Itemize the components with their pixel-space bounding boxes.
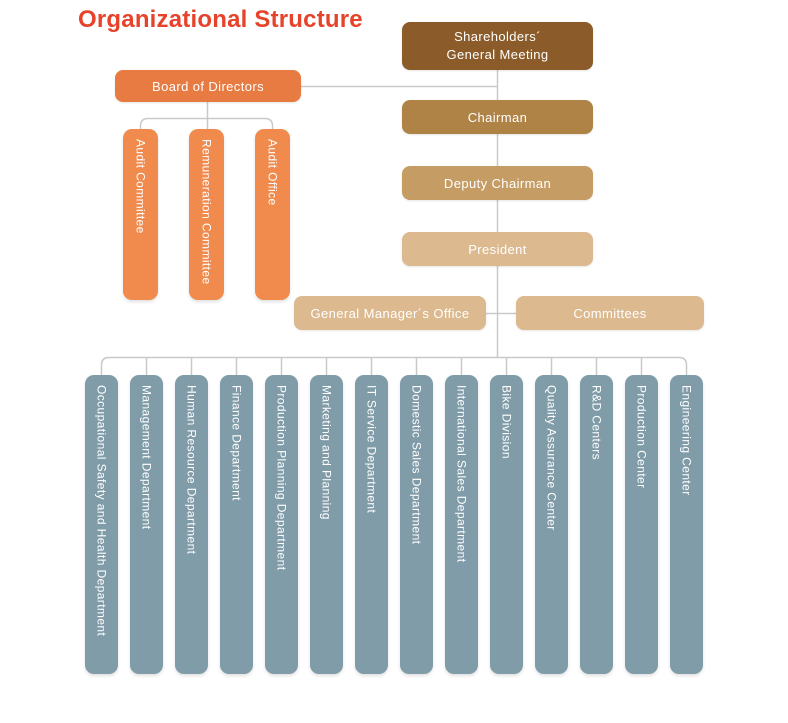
department-node: Quality Assurance Center bbox=[535, 375, 568, 674]
department-node: Domestic Sales Department bbox=[400, 375, 433, 674]
department-label: Occupational Safety and Health Departmen… bbox=[94, 385, 109, 637]
node-label: Audit Committee bbox=[133, 139, 148, 234]
department-node: Finance Department bbox=[220, 375, 253, 674]
department-label: Bike Division bbox=[499, 385, 514, 459]
department-label: Production Center bbox=[634, 385, 649, 489]
node-board-of-directors: Board of Directors bbox=[115, 70, 301, 102]
node-label: Audit Office bbox=[265, 139, 280, 206]
department-node: Management Department bbox=[130, 375, 163, 674]
node-general-managers-office: General Manager´s Office bbox=[294, 296, 486, 330]
node-shareholders-general-meeting: Shareholders´ General Meeting bbox=[402, 22, 593, 70]
department-node: Bike Division bbox=[490, 375, 523, 674]
department-label: Marketing and Planning bbox=[319, 385, 334, 520]
department-label: International Sales Department bbox=[454, 385, 469, 563]
department-node: Marketing and Planning bbox=[310, 375, 343, 674]
node-president: President bbox=[402, 232, 593, 266]
department-node: Occupational Safety and Health Departmen… bbox=[85, 375, 118, 674]
department-label: Production Planning Department bbox=[274, 385, 289, 571]
node-remuneration-committee: Remuneration Committee bbox=[189, 129, 224, 300]
node-label: Remuneration Committee bbox=[199, 139, 214, 285]
department-node: R&D Centers bbox=[580, 375, 613, 674]
node-audit-committee: Audit Committee bbox=[123, 129, 158, 300]
department-node: IT Service Department bbox=[355, 375, 388, 674]
department-label: Management Department bbox=[139, 385, 154, 530]
department-label: Finance Department bbox=[229, 385, 244, 501]
department-node: Human Resource Department bbox=[175, 375, 208, 674]
page-title: Organizational Structure bbox=[78, 6, 363, 33]
department-node: Production Center bbox=[625, 375, 658, 674]
node-committees: Committees bbox=[516, 296, 704, 330]
department-label: Quality Assurance Center bbox=[544, 385, 559, 531]
department-label: IT Service Department bbox=[364, 385, 379, 514]
department-node: Production Planning Department bbox=[265, 375, 298, 674]
department-label: Engineering Center bbox=[679, 385, 694, 496]
node-chairman: Chairman bbox=[402, 100, 593, 134]
node-deputy-chairman: Deputy Chairman bbox=[402, 166, 593, 200]
node-audit-office: Audit Office bbox=[255, 129, 290, 300]
department-node: International Sales Department bbox=[445, 375, 478, 674]
department-label: Domestic Sales Department bbox=[409, 385, 424, 545]
department-label: R&D Centers bbox=[589, 385, 604, 461]
department-node: Engineering Center bbox=[670, 375, 703, 674]
department-label: Human Resource Department bbox=[184, 385, 199, 555]
